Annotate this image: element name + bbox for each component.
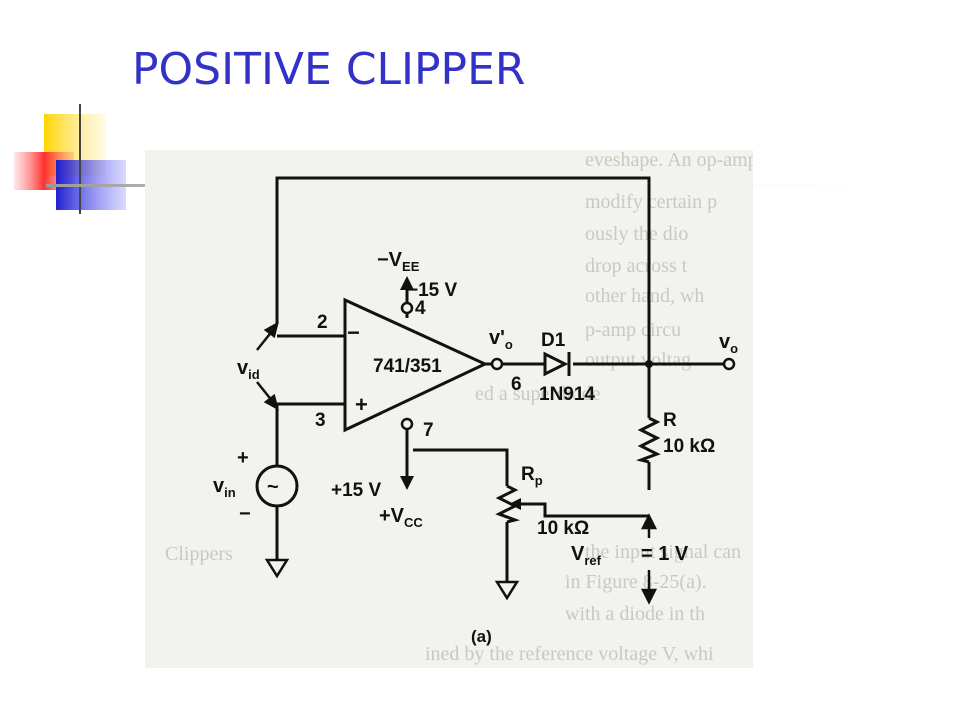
vo-prime-label: v'o [489,327,513,352]
svg-text:p-amp circu: p-amp circu [585,319,681,341]
svg-text:other hand, wh: other hand, wh [585,285,704,307]
rp-value: 10 kΩ [537,518,589,539]
output-junction [645,360,653,368]
pin4-node [400,301,414,315]
ground-icon-rp [494,580,520,601]
blue-square [56,160,126,210]
wiper-arrow-icon [509,498,521,510]
vin-label: vin [213,475,236,500]
resistor-r-symbol [635,416,661,464]
vref-arrows [640,513,658,605]
r-value: 10 kΩ [663,436,715,457]
figure-caption: (a) [471,627,492,646]
clipper-schematic: eveshape. An op-amp half-wave recti modi… [145,150,753,668]
svg-text:output voltag: output voltag [585,349,691,371]
slide-title: POSITIVE CLIPPER [132,44,526,95]
pin7-node [400,417,414,431]
r-name: R [663,410,677,431]
diode-part: 1N914 [539,384,595,405]
vref-label: Vref [571,543,602,568]
sine-wave-icon: ~ [267,476,279,498]
pin-6-label: 6 [511,374,522,395]
ground-icon-vin [264,558,290,579]
svg-text:ously the dio: ously the dio [585,223,688,245]
svg-text:drop across t: drop across t [585,255,688,277]
svg-text:the input signal can: the input signal can [585,541,741,563]
pin-4-label: 4 [415,298,426,319]
svg-text:ined by the reference voltage: ined by the reference voltage V, whi [425,643,714,665]
pin-7-label: 7 [423,420,434,441]
yellow-square [44,114,106,176]
opamp-label: 741/351 [373,356,442,377]
svg-text:ed a superdiode: ed a superdiode [475,383,601,405]
vo-node [722,357,736,371]
svg-text:with a diode in th: with a diode in th [565,603,705,625]
pin-nodes [400,301,736,431]
svg-text:Clippers: Clippers [165,543,233,565]
pin-2-label: 2 [317,312,328,333]
vcc-arrow-icon [400,476,414,490]
vcc-value: +15 V [331,480,382,501]
opamp-symbol [343,297,489,433]
vo-label: vo [719,331,738,356]
opamp-minus: − [347,320,360,345]
vin-plus: + [237,447,249,469]
red-square [14,152,74,190]
scan-background-texture: eveshape. An op-amp half-wave recti modi… [165,150,753,665]
vee-label: −VEE [377,249,420,274]
vin-source-symbol [255,464,299,508]
opamp-plus: + [355,392,368,417]
vcc-label: +VCC [379,505,423,530]
rp-name: Rp [521,464,543,488]
pin6-node [490,357,504,371]
vid-label: vid [237,357,260,382]
diode-d1-symbol [543,351,571,377]
vee-arrow-icon [400,276,414,290]
schematic-svg: eveshape. An op-amp half-wave recti modi… [165,150,753,665]
pin-3-label: 3 [315,410,326,431]
vid-arrows [256,321,279,411]
vin-minus: − [239,503,251,525]
diode-name: D1 [541,330,566,351]
vref-value: = 1 V [641,543,689,565]
vee-value: −15 V [407,280,458,301]
svg-text:eveshape. An op-amp half-wave: eveshape. An op-amp half-wave recti [585,150,753,171]
svg-text:in Figure 8-25(a).: in Figure 8-25(a). [565,571,707,593]
svg-text:modify certain p: modify certain p [585,191,717,213]
